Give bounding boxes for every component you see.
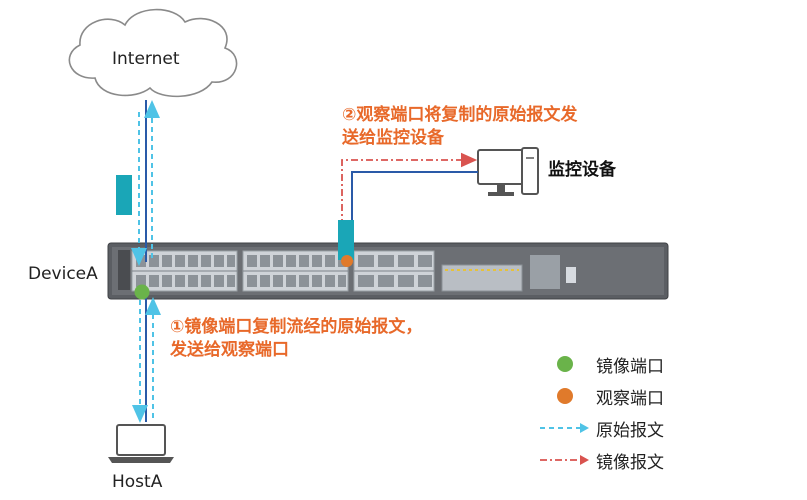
legend-label: 原始报文 [596, 420, 664, 441]
monitor-label: 监控设备 [548, 160, 616, 180]
legend-label: 镜像报文 [596, 452, 664, 473]
laptop-icon [108, 424, 174, 463]
internet-cloud [68, 8, 238, 98]
mirror-port-dot [134, 284, 150, 300]
host-label: HostA [112, 472, 163, 492]
legend-mirror-port: 镜像端口 [540, 348, 720, 380]
device-label: DeviceA [28, 264, 98, 284]
mirror-to-monitor [341, 152, 478, 256]
switch-device [107, 242, 669, 300]
internet-label: Internet [112, 49, 180, 69]
observe-port-dot [341, 255, 353, 267]
legend-observe-port: 观察端口 [540, 380, 720, 412]
teal-marker-right [338, 220, 354, 260]
step1-annotation-line1: ①镜像端口复制流经的原始报文， [170, 317, 423, 337]
monitor-icon [477, 147, 539, 196]
legend: 镜像端口 观察端口 原始报文 镜像报文 [540, 348, 720, 476]
legend-original-packet: 原始报文 [540, 412, 720, 444]
step2-annotation-line1: ②观察端口将复制的原始报文发 [342, 105, 578, 125]
legend-label: 观察端口 [596, 388, 664, 409]
legend-mirror-packet: 镜像报文 [540, 444, 720, 476]
teal-marker-left [116, 175, 132, 215]
step2-annotation-line2: 送给监控设备 [342, 128, 444, 148]
legend-label: 镜像端口 [596, 356, 664, 377]
step1-annotation-line2: 发送给观察端口 [170, 340, 289, 360]
